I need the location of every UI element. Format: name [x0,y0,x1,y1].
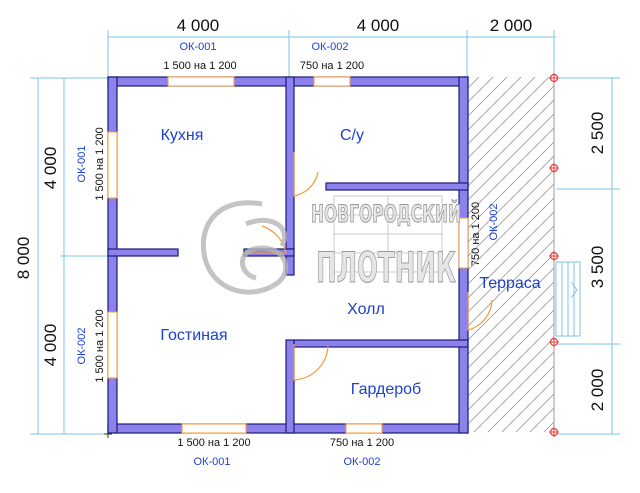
window-top-right-code: ОК-002 [312,41,349,53]
window-top-left-size: 1 500 на 1 200 [163,60,236,72]
terrace-steps [555,261,581,337]
window-bottom-right-size: 750 на 1 200 [330,437,394,449]
origin-mark [104,430,112,438]
window-labels: ОК-001 1 500 на 1 200 ОК-002 750 на 1 20… [76,41,500,468]
window-bottom-left-code: ОК-001 [194,456,231,468]
watermark-line2: ПЛОТНИК [316,243,456,292]
door-bathroom [293,152,319,197]
room-living: Гостиная [160,327,227,344]
window-bottom-left [181,423,247,434]
terrace-posts [549,73,559,437]
room-hall: Холл [347,301,385,318]
window-bottom-right-code: ОК-002 [344,456,381,468]
left-dimensions: 8 000 4 000 4 000 [14,77,110,435]
door-living [244,225,287,254]
door-hall [293,344,329,381]
dim-right-1: 2 500 [588,112,607,155]
window-top-right-size: 750 на 1 200 [300,60,364,72]
window-left-upper-size: 1 500 на 1 200 [94,127,106,200]
dim-top-3: 2 000 [490,16,533,35]
window-top-left-code: ОК-001 [180,41,217,53]
window-left-lower-size: 1 500 на 1 200 [94,309,106,382]
window-right-size: 750 на 1 200 [470,202,482,266]
watermark-line1: НОВГОРОДСКИЙ [311,199,461,228]
window-left-lower [107,311,118,379]
room-kitchen: Кухня [161,127,204,144]
window-right [458,217,469,269]
door-terrace [467,292,493,331]
room-terrace: Терраса [479,275,540,292]
window-bottom-left-size: 1 500 на 1 200 [177,437,250,449]
window-top-right [313,76,351,87]
dim-right-3: 2 000 [588,369,607,412]
top-dimensions: 4 000 4 000 2 000 [107,16,556,80]
terrace-hatch [468,77,554,432]
dim-top-2: 4 000 [357,16,400,35]
window-right-code: ОК-002 [488,204,500,241]
doors [244,152,493,381]
right-dimensions: 2 500 3 500 2 000 [556,77,620,435]
window-left-lower-code: ОК-002 [76,328,88,365]
dim-right-2: 3 500 [588,246,607,289]
dim-left-total: 8 000 [14,237,33,280]
dim-top-1: 4 000 [177,16,220,35]
window-left-upper-code: ОК-001 [76,146,88,183]
windows [107,76,469,434]
staircase [333,195,443,273]
window-bottom-right [345,423,383,434]
window-top-left [167,76,235,87]
room-labels: Кухня С/у Гостиная Холл Гардероб Терраса [160,127,540,398]
window-left-upper [107,131,118,199]
dim-left-upper: 4 000 [41,147,60,190]
watermark-logo: НОВГОРОДСКИЙ ПЛОТНИК [200,199,462,295]
dim-left-lower: 4 000 [41,324,60,367]
room-wardrobe: Гардероб [351,381,421,398]
room-bathroom: С/у [340,127,364,144]
